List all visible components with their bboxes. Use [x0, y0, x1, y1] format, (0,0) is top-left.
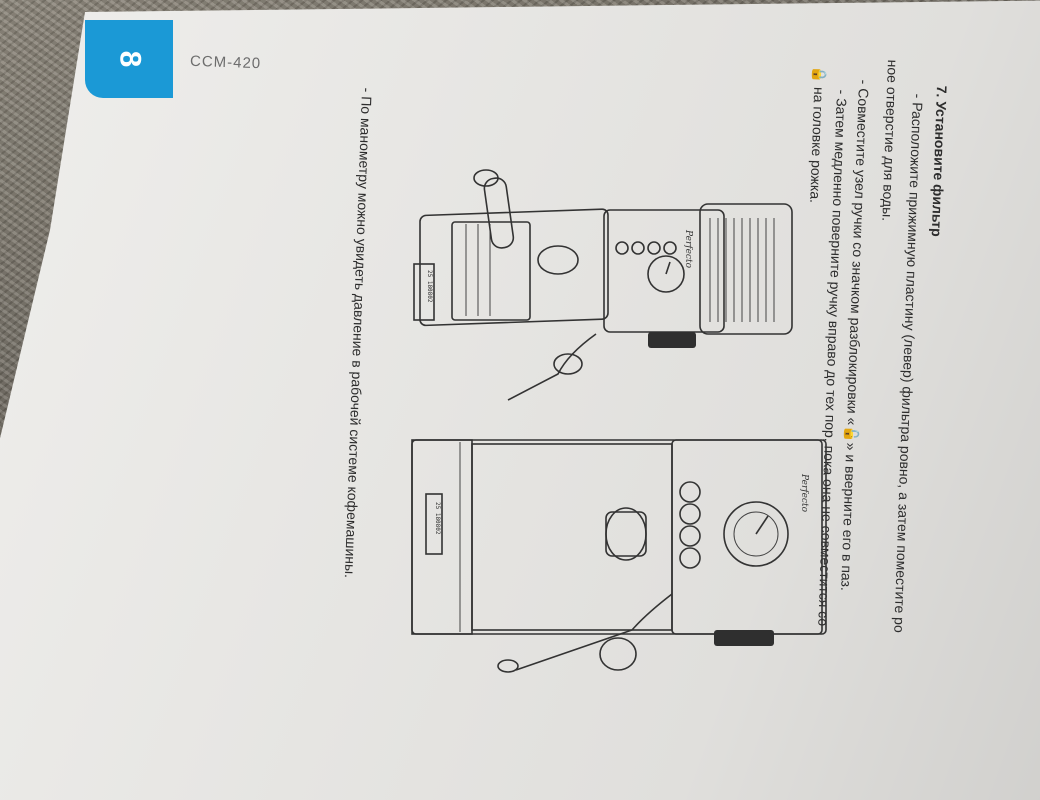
- coffee-machine-perspective-svg: 25 180802 Perfecto: [413, 169, 793, 401]
- section-heading: 7. Установите фильтр: [928, 85, 950, 238]
- front-steam-knob: [714, 630, 774, 646]
- pressure-gauge: [647, 255, 685, 293]
- button: [615, 241, 629, 255]
- front-display: [425, 493, 443, 555]
- group-head: [605, 511, 647, 557]
- gauge-needle: [665, 261, 671, 275]
- steam-wand: [507, 333, 597, 401]
- front-button: [679, 503, 701, 525]
- pressure-note: - По манометру можно увидеть давление в …: [341, 87, 375, 579]
- front-steam-wand: [515, 593, 673, 671]
- front-control-panel: [671, 439, 823, 635]
- button: [663, 241, 677, 255]
- drawing-1-brand-label: Perfecto: [683, 229, 693, 269]
- portafilter-handle: [483, 177, 515, 249]
- model-label: CCM-420: [189, 52, 262, 73]
- drawing-1-display-label: 25 180802: [426, 270, 433, 303]
- instruction-line-2: ное отверстие для воды.: [879, 59, 901, 222]
- cup-area: [471, 443, 673, 631]
- tank-grille: [709, 218, 775, 322]
- unlock-icon: 🔓: [843, 425, 860, 444]
- coffee-machine-front-drawing: 25 180802 Perfecto: [396, 434, 838, 704]
- brew-group: [605, 507, 647, 561]
- water-tank: [699, 203, 793, 335]
- steam-knob: [648, 332, 696, 348]
- instruction-line-3b: » и вверните его в паз.: [838, 442, 860, 592]
- control-panel: [603, 209, 725, 333]
- steam-tip: [553, 353, 583, 375]
- button: [647, 241, 661, 255]
- lock-icon: 🔒: [811, 65, 828, 84]
- page-number-tab: 8: [85, 20, 173, 98]
- wand-end: [497, 659, 519, 673]
- front-button: [679, 547, 701, 569]
- drawing-2-display-label: 25 180802: [434, 502, 441, 535]
- front-pressure-gauge: [723, 501, 789, 567]
- coffee-machine-front-svg: 25 180802 Perfecto: [411, 439, 827, 673]
- coffee-machine-perspective-drawing: 25 180802 Perfecto: [408, 164, 828, 408]
- machine-outline: [411, 439, 827, 635]
- button: [631, 241, 645, 255]
- portafilter-head: [537, 245, 579, 275]
- page-number: 8: [113, 50, 146, 68]
- front-gauge-needle: [755, 515, 769, 535]
- gauge-inner: [733, 511, 779, 557]
- machine-body-side: [419, 208, 609, 327]
- side-panel: [413, 263, 435, 321]
- front-button: [679, 481, 701, 503]
- handle-end: [473, 169, 499, 187]
- drip-area: [451, 221, 531, 321]
- front-button: [679, 525, 701, 547]
- drawing-2-brand-label: Perfecto: [799, 473, 809, 513]
- front-steam-tip: [599, 637, 637, 671]
